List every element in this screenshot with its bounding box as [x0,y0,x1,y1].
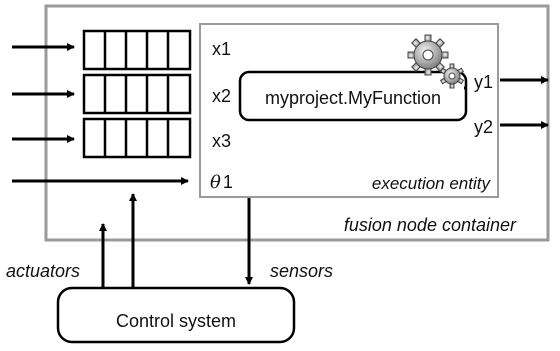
input-label-x1: x1 [212,39,231,59]
input-label-x3: x3 [212,131,231,151]
sensors-label: sensors [270,261,333,281]
input-label-x2: x2 [212,86,231,106]
buffer-block-2 [82,73,192,115]
function-name: myproject.MyFunction [265,88,441,108]
gears-icon [407,34,465,89]
output-label-y2: y2 [474,117,493,137]
execution-entity-label: execution entity [372,174,492,193]
function-box [238,70,468,122]
buffer-block-1 [82,29,192,71]
actuators-label: actuators [6,261,80,281]
control-system-label: Control system [116,311,236,331]
output-label-y1: y1 [474,72,493,92]
buffer-block-3 [82,117,192,159]
container-label: fusion node container [344,215,517,235]
control-system-box [56,286,296,344]
